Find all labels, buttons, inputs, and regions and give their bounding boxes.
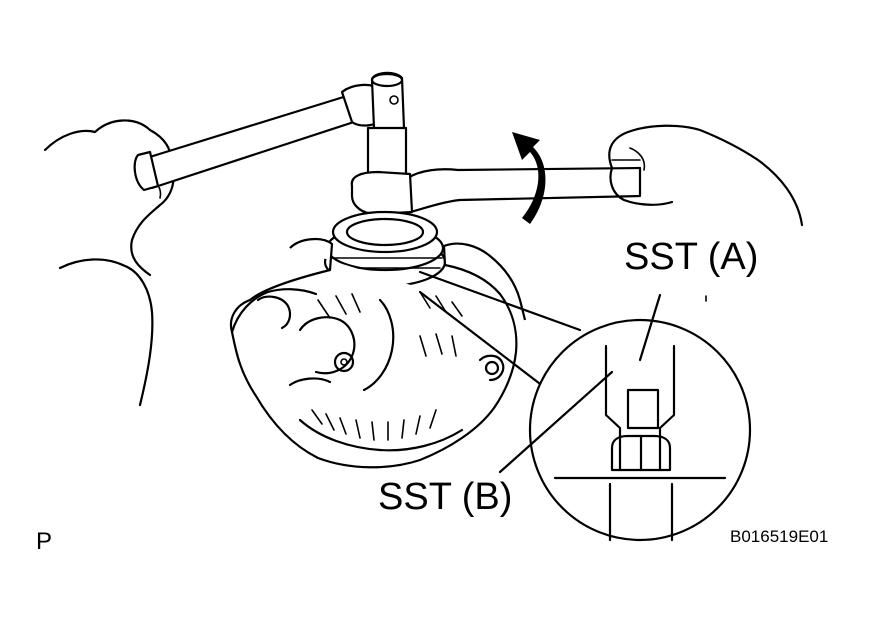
corner-mark: P xyxy=(36,528,53,555)
holding-wrench xyxy=(350,166,642,216)
sst-b-leader xyxy=(498,370,614,474)
left-hand xyxy=(43,119,175,407)
figure-code: B016519E01 xyxy=(730,527,829,546)
detail-circle xyxy=(528,318,752,542)
alternator-body xyxy=(229,238,527,469)
rotation-arrow-icon xyxy=(512,132,546,224)
callout-lines xyxy=(498,293,662,474)
right-hand xyxy=(608,124,804,227)
zoom-leader xyxy=(418,270,582,392)
label-sst-b: SST (B) xyxy=(378,476,513,518)
label-sst-a: SST (A) xyxy=(624,236,759,278)
sst-a-leader xyxy=(638,293,662,362)
